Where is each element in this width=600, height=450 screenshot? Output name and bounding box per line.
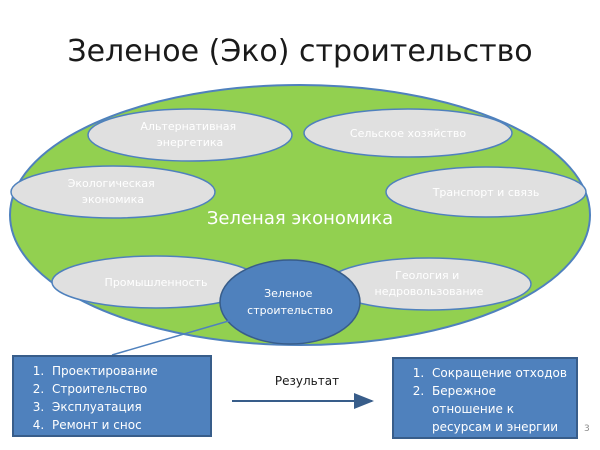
sector-transport-label: Транспорт и связь [432, 186, 540, 199]
sector-energy-label: Альтернативная энергетика [140, 120, 239, 149]
results-box: Сокращение отходов Бережное отношение к … [392, 357, 578, 439]
results-list: Сокращение отходов Бережное отношение к … [402, 364, 568, 436]
sector-eco-ellipse [10, 165, 216, 219]
sector-industry-label: Промышленность [105, 276, 208, 289]
sector-agriculture-ellipse [303, 108, 513, 158]
process-stages-list: Проектирование Строительство Эксплуатаци… [22, 362, 202, 434]
green-construction-label: Зеленое строительство [247, 287, 333, 317]
green-economy-label: Зеленая экономика [207, 208, 393, 229]
result-item: Бережное отношение к ресурсам и энергии [428, 382, 568, 436]
green-construction-ellipse [219, 259, 361, 345]
page-number: 3 [584, 424, 590, 434]
process-stage-item: Строительство [48, 380, 202, 398]
process-stage-item: Ремонт и снос [48, 416, 202, 434]
process-stage-item: Проектирование [48, 362, 202, 380]
process-stage-item: Эксплуатация [48, 398, 202, 416]
result-item: Сокращение отходов [428, 364, 568, 382]
page-title: Зеленое (Эко) строительство [67, 34, 533, 69]
sector-transport-ellipse [385, 166, 587, 218]
sector-eco-label: Экологическая экономика [68, 177, 159, 206]
connector-line [111, 319, 233, 356]
sector-agriculture-label: Сельское хозяйство [350, 127, 466, 140]
process-stages-box: Проектирование Строительство Эксплуатаци… [12, 355, 212, 437]
result-label: Результат [274, 374, 340, 388]
sector-geology-label: Геология и недровользование [375, 269, 484, 298]
sector-energy-ellipse [87, 108, 293, 162]
